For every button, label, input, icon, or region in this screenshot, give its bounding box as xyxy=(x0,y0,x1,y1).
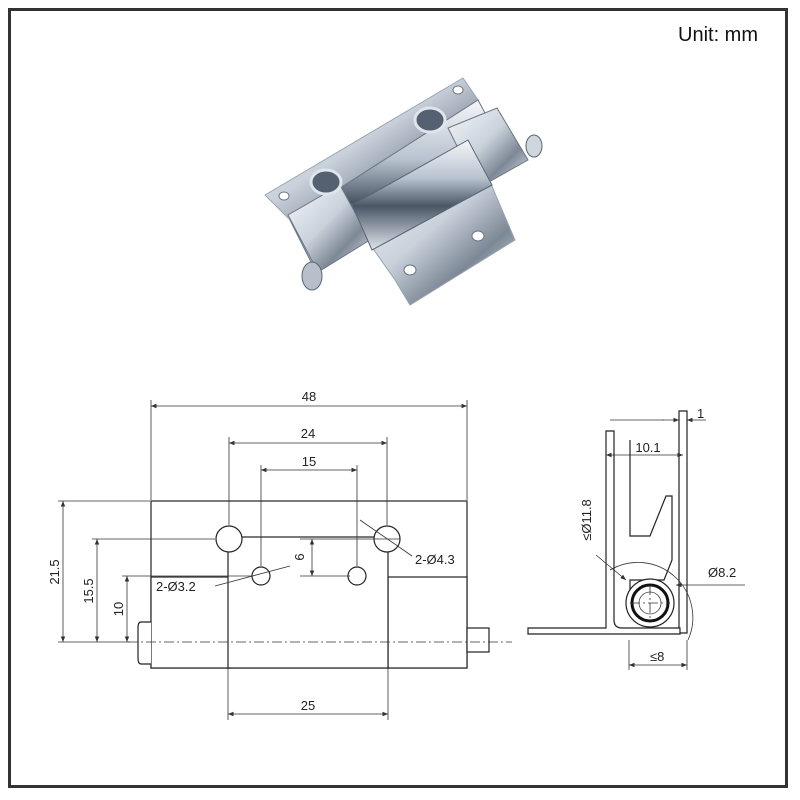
dim-hole-span-inner: 15 xyxy=(302,454,316,469)
side-vertical-plate xyxy=(678,410,688,634)
unit-label: Unit: mm xyxy=(678,24,758,46)
center-leaf xyxy=(227,536,389,669)
small-hole-right xyxy=(347,566,367,586)
hinge-photo xyxy=(264,77,543,306)
side-view xyxy=(527,410,745,670)
dim-pin-diameter: Ø8.2 xyxy=(708,565,736,580)
dim-bottom-width: 25 xyxy=(301,698,315,713)
dim-thickness: 1 xyxy=(697,406,704,421)
left-pin xyxy=(137,621,151,665)
dim-overall-width: 48 xyxy=(302,389,316,404)
dim-bottom-clear: ≤8 xyxy=(650,649,664,664)
label-small-holes: 2-Ø3.2 xyxy=(156,579,196,594)
front-view xyxy=(58,400,512,720)
label-large-holes: 2-Ø4.3 xyxy=(415,552,455,567)
dim-height-total: 21.5 xyxy=(47,559,62,584)
side-radius-arc xyxy=(609,562,694,641)
dim-hole-offset: 6 xyxy=(292,553,307,560)
right-pin xyxy=(466,627,490,653)
dim-height-low: 10 xyxy=(111,602,126,616)
dim-height-mid: 15.5 xyxy=(81,578,96,603)
dim-hole-span-outer: 24 xyxy=(301,426,315,441)
large-hole-left xyxy=(215,525,243,553)
right-knuckle xyxy=(387,576,468,669)
small-hole-left xyxy=(251,566,271,586)
dim-radius-clear: ≤Ø11.8 xyxy=(579,499,594,541)
dim-leg-width: 10.1 xyxy=(635,440,660,455)
image-frame xyxy=(8,8,788,788)
left-knuckle xyxy=(150,576,232,669)
side-knuckle-profile xyxy=(629,440,673,600)
side-bottom-leaf xyxy=(527,430,681,635)
